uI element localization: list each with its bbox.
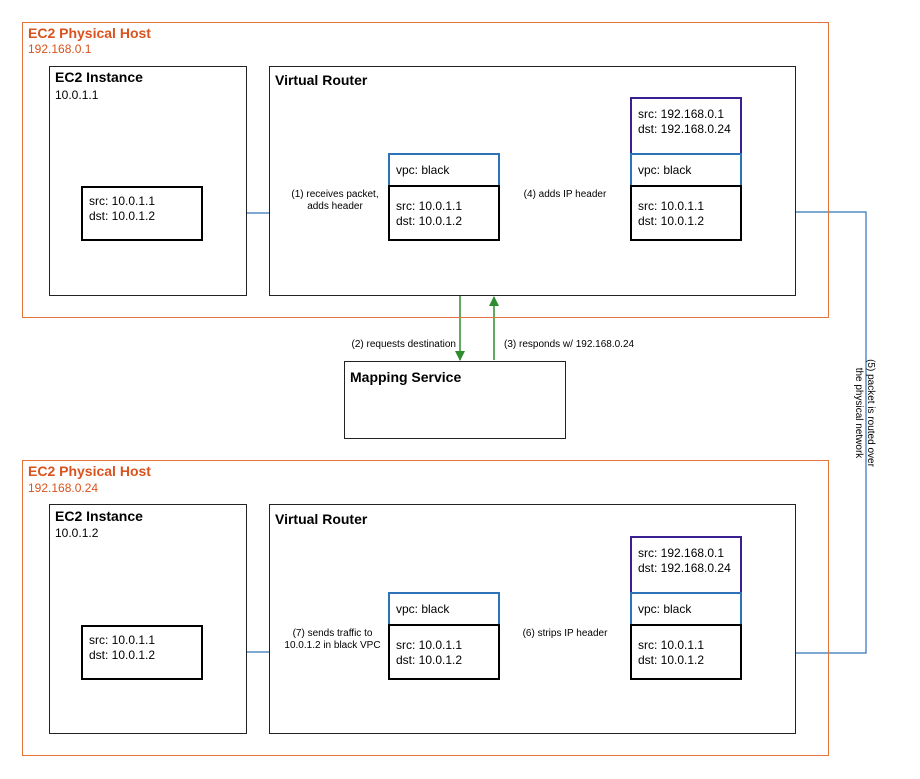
step3-label: (3) responds w/ 192.168.0.24	[504, 339, 635, 350]
bottom-physical-host	[22, 460, 829, 756]
bottom-instance-ip: 10.0.1.2	[55, 526, 99, 540]
bottom-mid-packet: src: 10.0.1.1 dst: 10.0.1.2	[388, 624, 500, 680]
top-instance-title: EC2 Instance	[55, 69, 143, 85]
bottom-right-ip-header: src: 192.168.0.1 dst: 192.168.0.24	[630, 536, 742, 594]
bottom-mid-vpc-header: vpc: black	[388, 592, 500, 626]
packet-dst: dst: 10.0.1.2	[89, 648, 156, 662]
packet-src: src: 10.0.1.1	[638, 199, 705, 213]
bottom-right-packet: src: 10.0.1.1 dst: 10.0.1.2	[630, 624, 742, 680]
mapping-service-title: Mapping Service	[350, 369, 462, 385]
top-host-ip: 192.168.0.1	[28, 42, 92, 56]
step7-label-line2: 10.0.1.2 in black VPC	[284, 640, 381, 651]
mapping-service-box	[344, 361, 566, 439]
top-mid-vpc-header: vpc: black	[388, 153, 500, 187]
packet-src: src: 10.0.1.1	[396, 638, 463, 652]
packet-src: src: 10.0.1.1	[638, 638, 705, 652]
top-right-ip-header: src: 192.168.0.1 dst: 192.168.0.24	[630, 97, 742, 155]
top-right-vpc-header: vpc: black	[630, 153, 742, 187]
top-mid-packet: src: 10.0.1.1 dst: 10.0.1.2	[388, 185, 500, 241]
packet-dst: dst: 10.0.1.2	[89, 209, 156, 223]
bottom-host-ip: 192.168.0.24	[28, 481, 99, 495]
step1-label: (1) receives packet, adds header	[280, 189, 390, 213]
top-host-title: EC2 Physical Host	[28, 25, 151, 41]
step5-label-line1: (5) packet is routed over	[865, 359, 876, 467]
arrow-step5	[741, 211, 867, 657]
ip-dst: dst: 192.168.0.24	[638, 561, 731, 575]
bottom-right-vpc-header: vpc: black	[630, 592, 742, 626]
step7-label: (7) sends traffic to 10.0.1.2 in black V…	[275, 628, 390, 652]
bottom-host-title: EC2 Physical Host	[28, 463, 151, 479]
top-instance-ip: 10.0.1.1	[55, 88, 99, 102]
packet-dst: dst: 10.0.1.2	[396, 653, 463, 667]
ip-src: src: 192.168.0.1	[638, 546, 725, 560]
top-instance-packet: src: 10.0.1.1 dst: 10.0.1.2	[81, 186, 203, 241]
bottom-ec2-instance-panel	[49, 504, 247, 734]
ip-dst: dst: 192.168.0.24	[638, 122, 731, 136]
top-ec2-instance-panel	[49, 66, 247, 296]
step4-label: (4) adds IP header	[523, 189, 607, 200]
step2-label: (2) requests destination	[351, 339, 456, 350]
top-right-packet: src: 10.0.1.1 dst: 10.0.1.2	[630, 185, 742, 241]
step1-label-line2: adds header	[307, 201, 363, 212]
packet-dst: dst: 10.0.1.2	[396, 214, 463, 228]
bottom-instance-packet: src: 10.0.1.1 dst: 10.0.1.2	[81, 625, 203, 680]
step5-label-line2: the physical network	[853, 367, 864, 459]
step1-label-line1: (1) receives packet,	[291, 189, 379, 200]
packet-src: src: 10.0.1.1	[89, 633, 156, 647]
step7-label-line1: (7) sends traffic to	[292, 628, 373, 639]
packet-dst: dst: 10.0.1.2	[638, 653, 705, 667]
bottom-router-title: Virtual Router	[275, 511, 368, 527]
ip-src: src: 192.168.0.1	[638, 107, 725, 121]
top-physical-host	[22, 22, 829, 318]
packet-src: src: 10.0.1.1	[396, 199, 463, 213]
step6-label: (6) strips IP header	[522, 628, 608, 639]
packet-dst: dst: 10.0.1.2	[638, 214, 705, 228]
top-router-title: Virtual Router	[275, 72, 368, 88]
bottom-instance-title: EC2 Instance	[55, 508, 143, 524]
step5-label: (5) packet is routed over the physical n…	[852, 348, 876, 478]
packet-src: src: 10.0.1.1	[89, 194, 156, 208]
